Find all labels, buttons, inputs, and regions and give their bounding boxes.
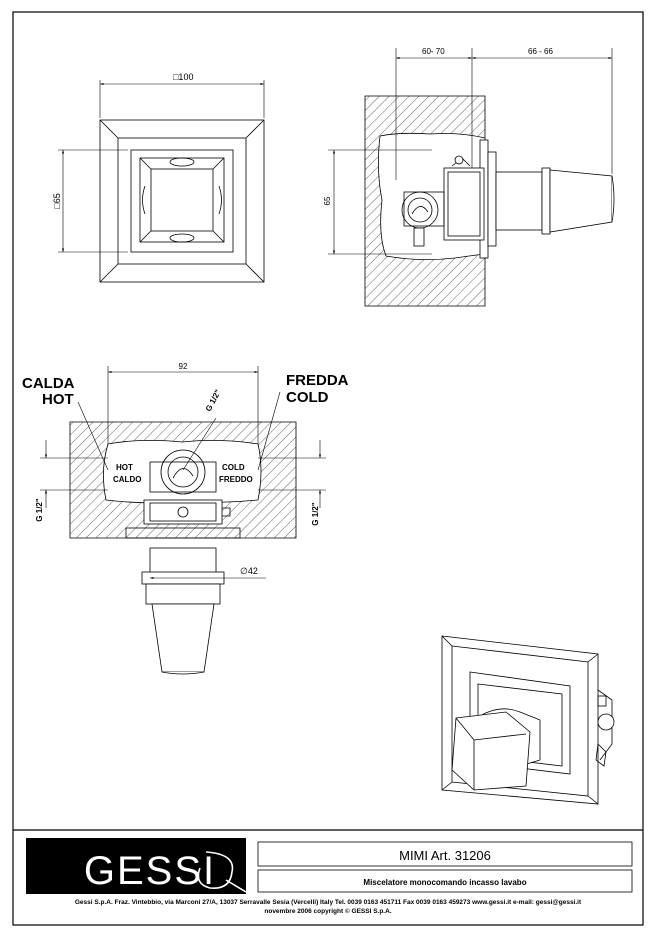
front-view-width-dimension: 92: [179, 362, 188, 371]
label-fredda: FREDDA: [286, 372, 349, 389]
sheet-border: [12, 11, 644, 926]
side-view-handle-dimension: 66 - 66: [528, 47, 553, 56]
side-view-height-dimension: 65: [323, 196, 332, 205]
label-hot: HOT: [42, 391, 74, 408]
company-address: Gessi S.p.A. Fraz. Vintebbio, via Marcon…: [74, 899, 582, 906]
gessi-logo: GESSI: [84, 849, 216, 893]
top-view-height-dimension: □65: [52, 193, 62, 208]
thread-top-label: G 1/2": [204, 388, 223, 413]
diameter-dimension: ∅42: [240, 566, 258, 576]
inner-label-caldo: CALDO: [113, 475, 141, 484]
front-view: [40, 366, 326, 675]
title-block: [26, 838, 633, 894]
thread-left-label: G 1/2": [35, 498, 44, 522]
inner-label-freddo: FREDDO: [219, 475, 253, 484]
inner-label-cold: COLD: [222, 463, 245, 472]
label-cold: COLD: [286, 389, 329, 406]
inner-label-hot: HOT: [116, 463, 133, 472]
copyright-notice: novembre 2006 copyright © GESSI S.p.A.: [264, 908, 392, 915]
side-view-depth-dimension: 60- 70: [422, 47, 445, 56]
thread-right-label: G 1/2": [311, 502, 320, 526]
label-calda: CALDA: [22, 375, 75, 392]
top-view-width-dimension: □100: [173, 72, 193, 82]
product-name: MIMI Art. 31206: [399, 848, 491, 863]
isometric-view: [441, 635, 615, 805]
logo-block: [26, 838, 246, 894]
side-view: [328, 48, 615, 307]
top-view: [58, 80, 265, 283]
product-description: Miscelatore monocomando incasso lavabo: [363, 878, 526, 887]
